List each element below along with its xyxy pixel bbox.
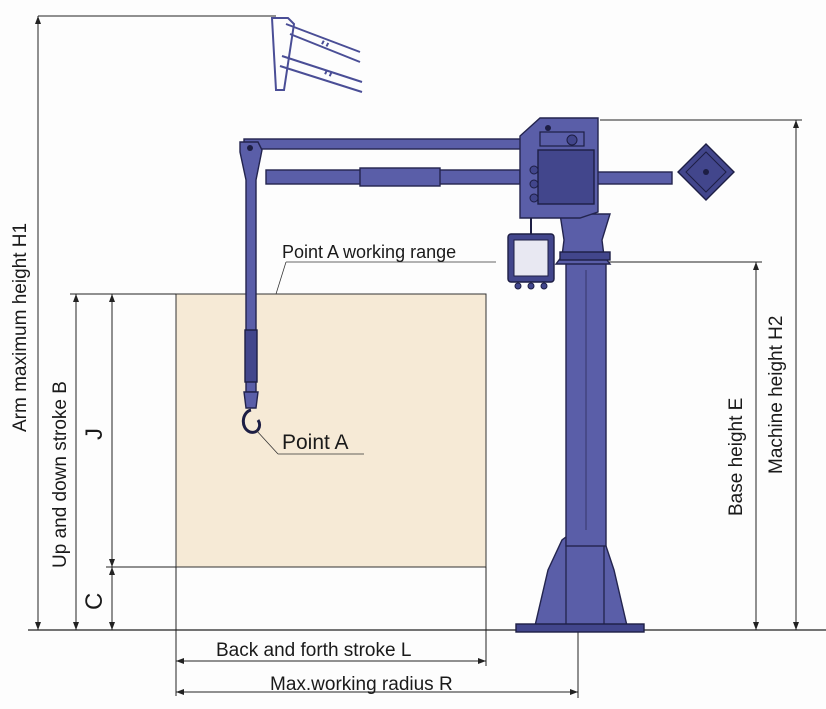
max-working-radius-label: Max.working radius R xyxy=(270,674,453,695)
l-dimension xyxy=(175,567,487,696)
arm-max-height-label: Arm maximum height H1 xyxy=(10,223,31,432)
working-range-area xyxy=(175,293,487,568)
hook-icon xyxy=(241,408,262,434)
e-dimension xyxy=(606,261,762,630)
point-a-label: Point A xyxy=(282,431,349,454)
h2-dimension xyxy=(600,119,802,630)
crane-machine xyxy=(239,117,735,633)
base-plate xyxy=(515,623,645,633)
rear-arm xyxy=(591,171,673,185)
raised-arm-ghost xyxy=(270,17,363,93)
h1-dimension xyxy=(35,15,276,630)
j-c-dimension xyxy=(106,294,176,630)
b-dimension xyxy=(70,293,176,630)
j-label: J xyxy=(81,428,108,440)
back-forth-stroke-label: Back and forth stroke L xyxy=(216,640,411,661)
c-label: C xyxy=(81,593,108,610)
base-height-label: Base height E xyxy=(726,398,747,516)
r-dimension xyxy=(176,630,579,698)
column-base xyxy=(533,533,629,631)
working-range-label: Point A working range xyxy=(282,242,456,262)
upper-arm xyxy=(243,138,523,150)
machine-height-label: Machine height H2 xyxy=(766,316,787,474)
control-box xyxy=(507,218,555,290)
up-down-stroke-label: Up and down stroke B xyxy=(50,381,71,568)
